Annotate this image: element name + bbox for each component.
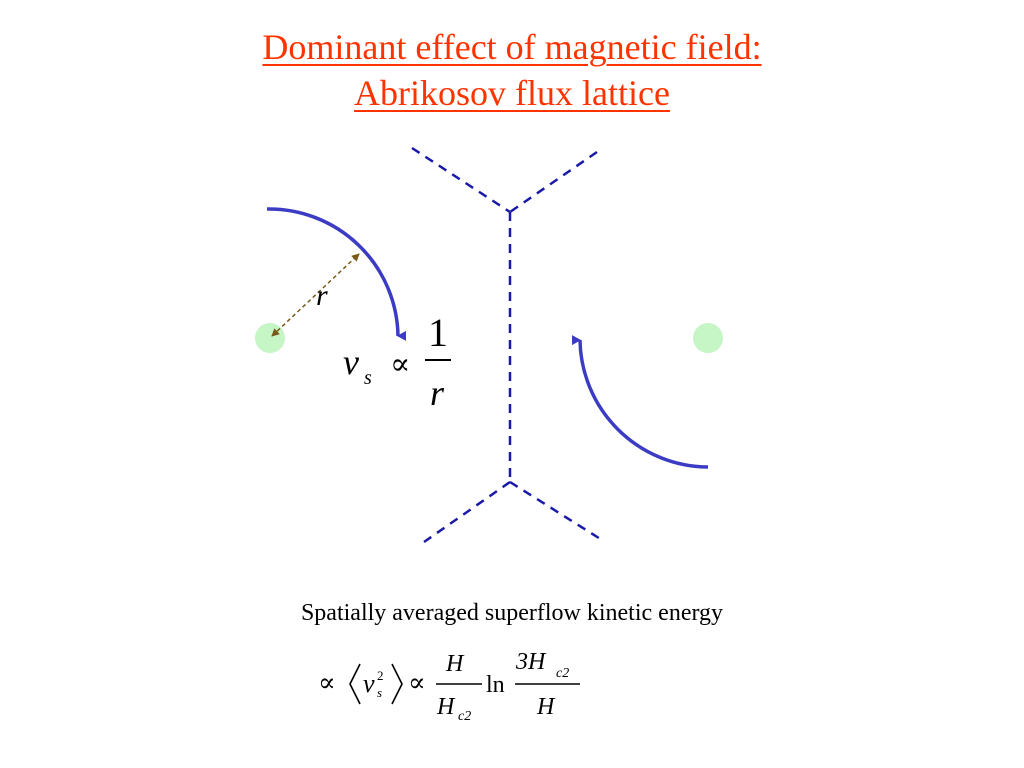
boundary-top-right (509, 150, 598, 214)
boundary-bottom-right (509, 480, 603, 542)
vortex-core-left (255, 323, 285, 353)
right-angle-bracket (391, 663, 403, 705)
frac1-denominator: H (436, 694, 456, 720)
left-angle-bracket (349, 663, 361, 705)
vortex-core-right (693, 323, 723, 353)
frac2-numerator-sub: c2 (556, 666, 569, 681)
superflow-arrow-right (571, 335, 709, 469)
slide-title: Dominant effect of magnetic field: Abrik… (0, 24, 1024, 116)
formula-v-sub: s (377, 685, 382, 700)
formula-relation: ∝ (408, 668, 426, 697)
velocity-symbol: v (343, 342, 359, 382)
velocity-subscript: s (364, 367, 372, 389)
frac2-numerator: 3H (515, 649, 547, 675)
formula-v: v (363, 669, 375, 698)
velocity-relation: ∝ (390, 348, 410, 381)
frac2-denominator: H (536, 694, 556, 720)
radius-label: r (316, 279, 328, 312)
energy-prefix: ∝ (318, 668, 336, 697)
radius-arrow (271, 253, 360, 337)
superflow-arrow-left (266, 207, 407, 341)
energy-formula: ∝ v 2 s ∝ H H c2 ln 3H c2 H (318, 649, 580, 724)
energy-caption: Spatially averaged superflow kinetic ene… (300, 600, 724, 626)
title-line-2: Abrikosov flux lattice (354, 73, 670, 113)
title-line-1: Dominant effect of magnetic field: (262, 27, 762, 67)
boundary-bottom-left (423, 480, 511, 544)
cell-boundary (411, 146, 603, 544)
velocity-denominator: r (430, 373, 445, 413)
velocity-numerator: 1 (428, 310, 448, 355)
formula-ln: ln (486, 672, 505, 698)
frac1-denominator-sub: c2 (458, 709, 471, 724)
boundary-top-left (411, 146, 511, 214)
velocity-formula: v s ∝ 1 r (343, 310, 451, 413)
formula-v-sup: 2 (377, 668, 384, 683)
frac1-numerator: H (445, 651, 465, 677)
